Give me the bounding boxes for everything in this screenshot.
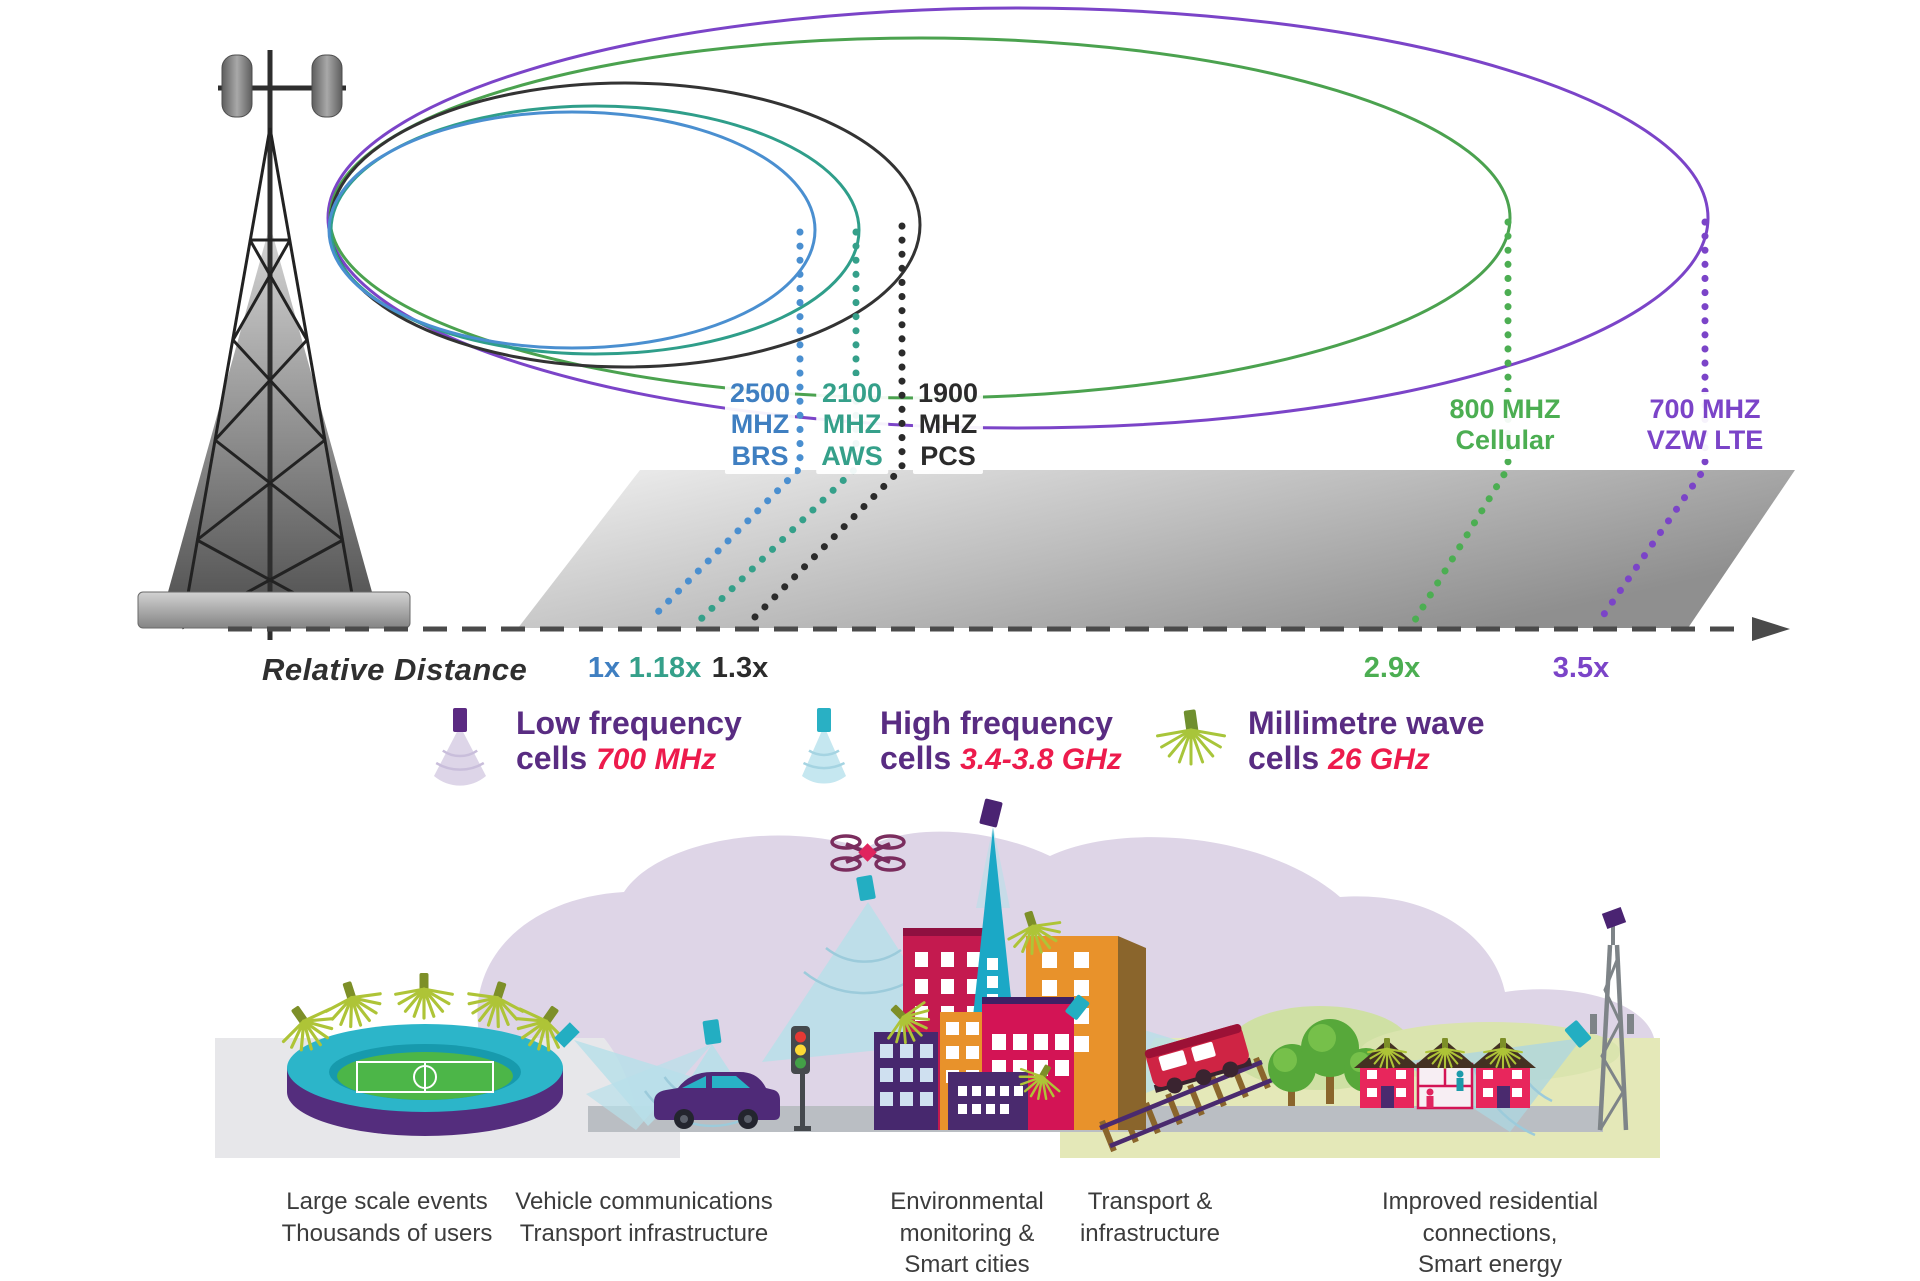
relative-distance-label: Relative Distance <box>262 652 528 687</box>
distance-value-3-5x: 3.5x <box>1552 652 1610 684</box>
train <box>1144 1024 1253 1094</box>
coverage-ellipses <box>326 6 1710 430</box>
legend-frequency: 700 MHz <box>596 743 717 777</box>
small-cell-antenna-icon <box>702 1019 722 1045</box>
marker-label-2100-aws: 2100 MHZ AWS <box>816 376 888 474</box>
marker-line: 1900 <box>917 378 979 408</box>
connected-car <box>654 1072 780 1129</box>
millimetre-wave-cell-icon <box>1156 709 1226 766</box>
coverage-ellipse-1900 <box>328 81 922 369</box>
houses <box>1354 1036 1536 1110</box>
dotted-line-2100 <box>696 228 860 624</box>
traffic-light <box>791 1026 811 1131</box>
marker-line: MHZ <box>822 409 882 440</box>
antenna-cylinder-left <box>221 54 253 118</box>
cell-tower <box>137 50 411 640</box>
marker-line: 2500 <box>729 378 791 408</box>
marker-line: 800 MHZ <box>1449 394 1561 424</box>
distance-axis <box>228 617 1790 641</box>
coverage-ellipse-2500 <box>327 110 817 350</box>
drone <box>830 834 906 901</box>
coverage-ellipse-700 <box>326 6 1710 430</box>
legend-frequency: 3.4-3.8 GHz <box>960 743 1122 777</box>
marker-line: PCS <box>920 440 976 471</box>
legend-title: High frequency <box>880 705 1113 741</box>
small-cell-antenna-icon <box>1601 907 1627 929</box>
pitch-markings <box>356 1061 494 1093</box>
caption-transport-infrastructure: Transport &infrastructure <box>1079 1188 1221 1247</box>
dotted-line-1900 <box>748 222 906 624</box>
distance-value-1-18x: 1.18x <box>628 652 702 684</box>
small-cell-tower <box>1564 907 1634 1131</box>
marker-line: AWS <box>821 440 883 471</box>
legend-frequency: 26 GHz <box>1328 743 1430 777</box>
low-frequency-cell-icon <box>434 708 486 786</box>
marker-line: BRS <box>731 440 789 471</box>
distance-value-2-9x: 2.9x <box>1363 652 1421 684</box>
smart-city-scene <box>215 798 1660 1158</box>
stadium <box>269 971 581 1136</box>
marker-line: 700 MHZ <box>1649 394 1761 424</box>
distance-value-1x: 1x <box>587 652 621 684</box>
small-cell-antenna-icon <box>1564 1020 1592 1048</box>
marker-line: Cellular <box>1455 425 1555 456</box>
small-cell-antenna-icon <box>1065 994 1090 1020</box>
legend-cells-word: cells <box>1248 740 1320 777</box>
marker-line: 2100 <box>821 378 883 408</box>
legend-item-millimetre-wave: Millimetre wave cells 26 GHz <box>1156 705 1485 792</box>
marker-label-700-vzw-lte: 700 MHZ VZW LTE <box>1641 392 1769 459</box>
marker-line: MHZ <box>730 409 790 440</box>
coverage-ellipse-2100 <box>329 104 861 356</box>
dotted-line-700 <box>1596 218 1709 624</box>
axis-arrow-icon <box>1752 617 1790 641</box>
legend-cells-word: cells <box>880 740 952 777</box>
high-frequency-cell-icon <box>802 708 846 784</box>
marker-label-1900-pcs: 1900 MHZ PCS <box>912 376 984 474</box>
distance-value-1-3x: 1.3x <box>711 652 769 684</box>
small-cell-antenna-icon <box>856 875 876 901</box>
antenna-cylinder-right <box>311 54 343 118</box>
distance-dotted-lines <box>646 218 1709 624</box>
legend-cells-word: cells <box>516 740 588 777</box>
house-cutaway <box>1412 1040 1478 1110</box>
legend-title: Low frequency <box>516 705 742 741</box>
marker-label-800-cellular: 800 MHZ Cellular <box>1444 392 1566 459</box>
legend-title: Millimetre wave <box>1248 705 1485 741</box>
legend-item-high-frequency: High frequency cells 3.4-3.8 GHz <box>788 705 1122 792</box>
marker-label-2500-brs: 2500 MHZ BRS <box>724 376 796 474</box>
legend-item-low-frequency: Low frequency cells 700 MHz <box>424 705 742 792</box>
marker-line: MHZ <box>918 409 978 440</box>
tower-base <box>137 591 411 629</box>
small-cell-antenna-icon <box>979 798 1003 828</box>
marker-line: VZW LTE <box>1646 425 1764 456</box>
small-cell-antenna-icon <box>554 1022 580 1048</box>
dotted-line-2500 <box>646 228 804 624</box>
city-buildings <box>873 798 1146 1130</box>
dotted-line-800 <box>1411 218 1512 624</box>
ground-plane <box>518 470 1795 628</box>
